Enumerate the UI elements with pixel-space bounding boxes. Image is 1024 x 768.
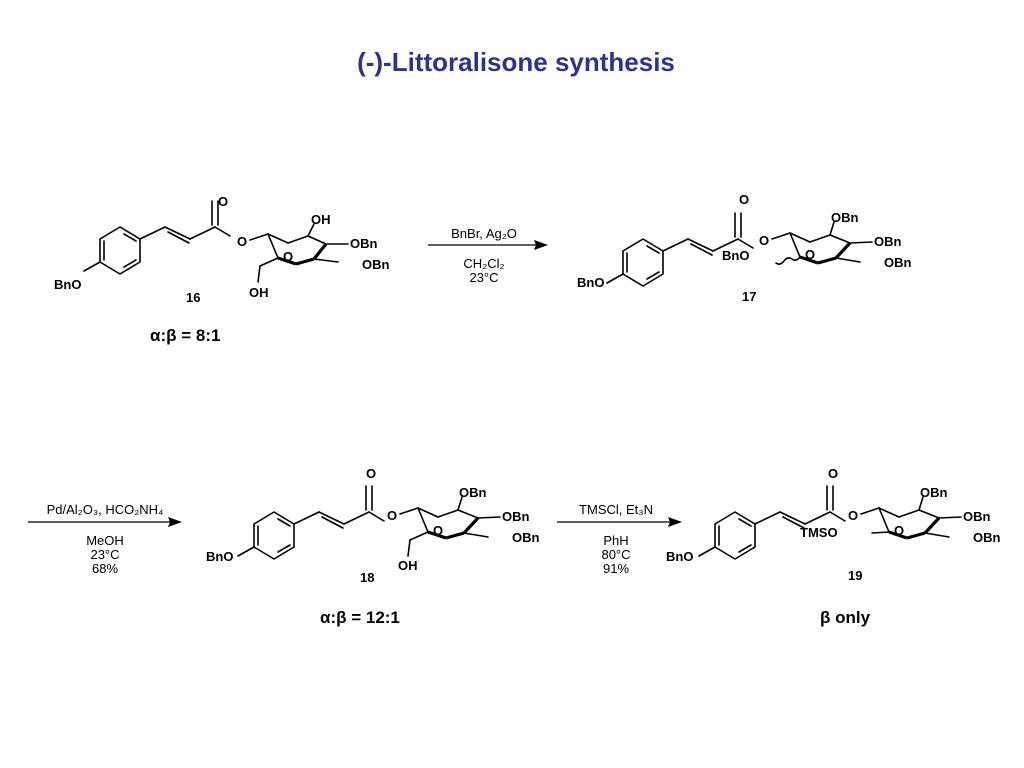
obn-label-2: OBn	[362, 257, 390, 272]
obn-label-2: OBn	[884, 255, 912, 270]
bno-label: BnO	[54, 277, 81, 292]
reaction-arrow-2: Pd/Al₂O₃, HCO₂NH₄ MeOH 23°C 68%	[28, 502, 182, 576]
compound-16: BnO O O O OH OH OBn OBn 16	[54, 194, 390, 305]
obn-label-1: OBn	[963, 509, 991, 524]
ring-oxygen-label: O	[805, 247, 815, 262]
reaction-arrow-1: BnBr, Ag₂O CH₂Cl₂ 23°C	[428, 226, 548, 285]
step2-yield: 68%	[92, 561, 118, 576]
ester-oxygen-label: O	[759, 233, 769, 248]
ring-oxygen-label: O	[283, 249, 293, 264]
anomeric-bno-label: BnO	[722, 248, 749, 263]
step3-yield: 91%	[603, 561, 629, 576]
compound-18: BnO O O O OH OBn OBn OBn 18	[206, 466, 540, 585]
step1-temperature: 23°C	[469, 270, 498, 285]
step1-reagents: BnBr, Ag₂O	[451, 226, 517, 241]
ester-oxygen-label: O	[237, 234, 247, 249]
compound-19: BnO O O O TMSO OBn OBn OBn 19	[666, 466, 1001, 583]
obn-top-label: OBn	[831, 210, 859, 225]
obn-label-2: OBn	[973, 530, 1001, 545]
ratio-16: α:β = 8:1	[150, 326, 220, 345]
ratio-19: β only	[820, 608, 871, 627]
step2-solvent: MeOH	[86, 533, 124, 548]
oh-bottom-label: OH	[249, 285, 269, 300]
step3-reagents: TMSCl, Et₃N	[579, 502, 653, 517]
obn-label-2: OBn	[512, 530, 540, 545]
bno-label: BnO	[577, 275, 604, 290]
bno-label: BnO	[206, 549, 233, 564]
step3-solvent: PhH	[603, 533, 628, 548]
oh-top-label: OH	[311, 212, 331, 227]
ester-oxygen-label: O	[848, 508, 858, 523]
ring-oxygen-label: O	[894, 523, 904, 538]
page-title: (-)-Littoralisone synthesis	[357, 47, 675, 77]
obn-label-1: OBn	[502, 509, 530, 524]
step2-reagents: Pd/Al₂O₃, HCO₂NH₄	[47, 502, 164, 517]
obn-label-1: OBn	[350, 236, 378, 251]
reaction-arrow-3: TMSCl, Et₃N PhH 80°C 91%	[557, 502, 682, 576]
carbonyl-oxygen-label: O	[366, 466, 376, 481]
ring-oxygen-label: O	[433, 523, 443, 538]
obn-top-label: OBn	[920, 485, 948, 500]
step2-temperature: 23°C	[90, 547, 119, 562]
compound-number-18: 18	[360, 570, 374, 585]
step3-temperature: 80°C	[601, 547, 630, 562]
bno-label: BnO	[666, 549, 693, 564]
compound-number-16: 16	[186, 290, 200, 305]
obn-top-label: OBn	[459, 485, 487, 500]
step1-solvent: CH₂Cl₂	[463, 256, 504, 271]
compound-number-19: 19	[848, 568, 862, 583]
tmso-label: TMSO	[800, 525, 838, 540]
carbonyl-oxygen-label: O	[739, 192, 749, 207]
ratio-18: α:β = 12:1	[320, 608, 400, 627]
carbonyl-oxygen-label: O	[218, 194, 228, 209]
ester-oxygen-label: O	[387, 508, 397, 523]
compound-number-17: 17	[742, 289, 756, 304]
compound-17: BnO O O O BnO OBn OBn OBn 17	[577, 192, 912, 304]
obn-label-1: OBn	[874, 234, 902, 249]
carbonyl-oxygen-label: O	[828, 466, 838, 481]
oh-bottom-label: OH	[398, 558, 418, 573]
